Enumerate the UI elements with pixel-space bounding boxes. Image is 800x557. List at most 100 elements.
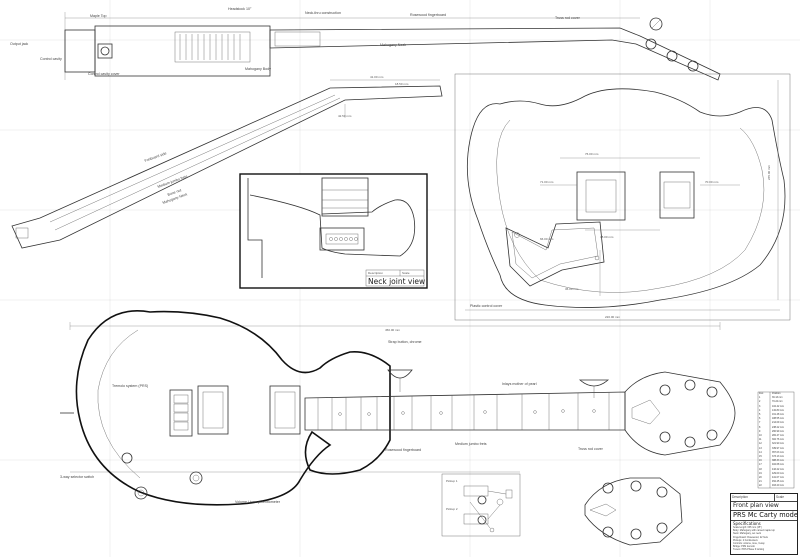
- spec-line: Tuners: PRS Phase II locking: [733, 548, 765, 552]
- fret-number: 10: [759, 434, 762, 438]
- label-truss-rod-cover: Truss rod cover: [555, 16, 581, 20]
- label-mahogany-neck: Mahogany Neck: [380, 43, 406, 47]
- spec-line: Neck: Mahogany, set neck: [733, 532, 761, 536]
- label-knob: Volume / tone potentiometer: [235, 500, 281, 504]
- fret-number: 22: [759, 484, 762, 488]
- dim-d2: 70.00 mm: [705, 180, 719, 184]
- fret-ticks-side: [179, 34, 241, 60]
- fret-table-row: 8 238.22 mm: [758, 426, 794, 430]
- label-pickup1: Pickup 1: [446, 479, 458, 483]
- fret-position: 132.80 mm: [772, 408, 784, 412]
- label-frets-front: Medium jumbo frets: [455, 442, 487, 446]
- label-inlays: Inlays mother of pearl: [502, 382, 537, 386]
- label-plastic-cover: Plastic control cover: [470, 304, 503, 308]
- label-control-cavity: Control cavity cover: [88, 72, 120, 76]
- fret-number: 20: [759, 476, 762, 480]
- neck-top-view: [11, 79, 443, 249]
- fret-number: 13: [759, 446, 762, 450]
- fret-table-row: 20 441.07 mm: [758, 476, 794, 480]
- fret-table-row: 17 402.68 mm: [758, 463, 794, 467]
- headstock-back: [584, 477, 683, 546]
- label-control-side: Control cavity: [40, 57, 62, 61]
- fret-position: 463.20 mm: [772, 484, 784, 488]
- fret-position: 238.22 mm: [772, 425, 784, 429]
- fret-table-header: Fret Position: [758, 392, 794, 396]
- fret-position: 388.33 mm: [772, 459, 784, 463]
- fret-number: 17: [759, 463, 762, 467]
- inset-title: Neck joint view: [368, 277, 425, 286]
- title-block: Description Scale Front plan view PRS Mc…: [730, 493, 798, 555]
- fret-table-row: 4 132.80 mm: [758, 409, 794, 413]
- fret-number: 11: [759, 438, 762, 442]
- wiring-diagram: [441, 473, 521, 537]
- dim-d5: 265.00 mm: [767, 164, 771, 180]
- tuner-side-3: [687, 60, 699, 72]
- fret-position: 70.24 mm: [772, 400, 783, 404]
- model-name: PRS Mc Carty model: [731, 511, 798, 521]
- front-inlays: [338, 409, 596, 416]
- spec-line: Controls: volume, tone, 3-way: [733, 542, 765, 546]
- fret-position: 102.42 mm: [772, 404, 784, 408]
- inset-scale-label: Scale: [402, 271, 410, 275]
- fret-position: 214.09 mm: [772, 421, 784, 425]
- label-tremolo: Tremolo system (PRS): [112, 384, 148, 388]
- fret-position: 282.47 mm: [772, 434, 784, 438]
- fret-table-row: 7 214.09 mm: [758, 421, 794, 425]
- fret-position: 188.55 mm: [772, 417, 784, 421]
- fret-number: 8: [759, 425, 761, 429]
- fret-position: 373.13 mm: [772, 455, 784, 459]
- pos-header: Position: [772, 392, 781, 395]
- fret-table-row: 10 282.47 mm: [758, 434, 794, 438]
- fret-table-row: 3 102.42 mm: [758, 405, 794, 409]
- title-block-header: Description Scale: [731, 494, 797, 502]
- fret-number: 1: [759, 396, 761, 400]
- label-rosewood-front: Rosewood fingerboard: [385, 448, 421, 452]
- front-frets: [317, 392, 610, 430]
- fret-header: Fret: [759, 392, 764, 395]
- label-frets: Medium jumbo frets: [157, 174, 188, 189]
- specs-list: Scale length: 635 mm (25")Body: Mahogany…: [731, 526, 797, 552]
- dim-d11: 36.00 mm: [565, 287, 579, 291]
- label-nut: Bone nut: [167, 188, 182, 197]
- front-view: [60, 310, 736, 506]
- label-pickup2: Pickup 2: [446, 507, 458, 511]
- label-neck-thru: Neck-thru construction: [305, 11, 341, 15]
- dim-d4: 38.00 mm: [600, 235, 614, 239]
- label-truss-front: Truss rod cover: [578, 447, 604, 451]
- fret-number: 9: [759, 429, 761, 433]
- fret-position: 441.07 mm: [772, 476, 784, 480]
- fret-position: 402.68 mm: [772, 463, 784, 467]
- fret-number: 19: [759, 471, 762, 475]
- side-view: [64, 12, 721, 81]
- label-switch: 3-way selector switch: [60, 475, 94, 479]
- fret-number: 21: [759, 480, 762, 484]
- specs-label: Specifications: [733, 521, 761, 526]
- fret-table: [757, 391, 795, 489]
- fret-number: 7: [759, 421, 761, 425]
- fret-position: 357.03 mm: [772, 450, 784, 454]
- spec-line: Body: Mahogany with carved maple top: [733, 529, 775, 533]
- fret-number: 4: [759, 408, 761, 412]
- fret-number: 3: [759, 404, 761, 408]
- label-mahogany-body: Mahogany Body: [245, 67, 271, 71]
- fret-table-row: 22 463.20 mm: [758, 484, 794, 488]
- fret-position: 452.45 mm: [772, 480, 784, 484]
- description-label: Description: [732, 495, 748, 499]
- dim-d7: 450.00 mm: [385, 328, 401, 332]
- spec-line: Pickups: 2 humbuckers: [733, 538, 758, 542]
- scale-label: Scale: [774, 494, 797, 501]
- dim-d9: 66.00 mm: [540, 237, 554, 241]
- fret-number: 18: [759, 467, 762, 471]
- label-rosewood: Rosewood fingerboard: [410, 13, 446, 17]
